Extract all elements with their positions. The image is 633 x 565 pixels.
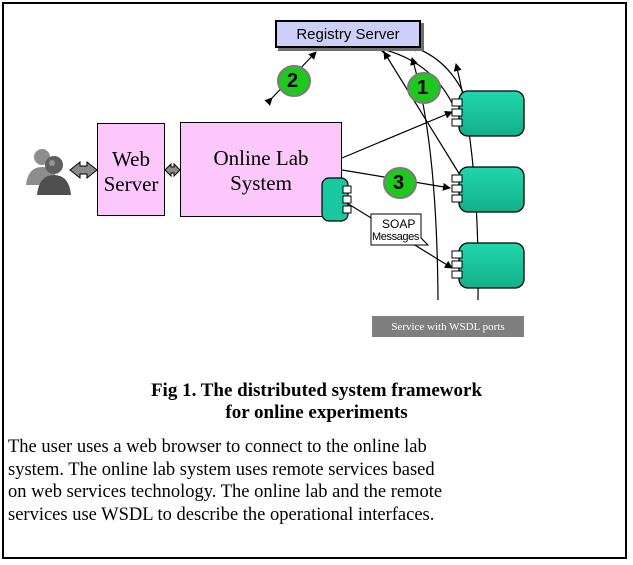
soap-note-line2: Messages	[372, 231, 419, 243]
service2-register-arrow	[383, 51, 461, 176]
online-lab-label-line1: Online Lab	[213, 146, 309, 170]
figure-border	[2, 2, 627, 559]
figure-caption-title-line1: Fig 1. The distributed system framework	[150, 380, 483, 401]
webserver-onlinelab-connector	[164, 162, 181, 178]
step-badge-3	[383, 167, 417, 199]
step-1-number: 1	[417, 77, 429, 99]
legend-label: Service with WSDL ports	[391, 320, 505, 333]
web-service-3	[451, 242, 525, 289]
soap-note	[370, 213, 430, 246]
online-lab-label-line2: System	[230, 171, 292, 195]
description-line: system. The online lab system uses remot…	[8, 459, 435, 480]
invoke-service1-arrow	[341, 111, 453, 159]
description-line: on web services technology. The online l…	[8, 482, 443, 502]
registry-server-label: Registry Server	[296, 25, 400, 43]
web-service-1	[451, 90, 525, 137]
web-server-label-line2: Server	[103, 172, 159, 196]
figure-caption-title-line2: for online experiments	[225, 402, 408, 423]
step-badge-2	[277, 65, 311, 97]
users-icon	[26, 149, 71, 195]
user-webserver-connector	[69, 160, 98, 180]
step-badge-1	[407, 72, 441, 104]
step-3-number: 3	[393, 172, 405, 194]
description-line: services use WSDL to describe the operat…	[8, 504, 435, 525]
figure-description: The user uses a web browser to connect t…	[8, 436, 623, 526]
online-lab-system-box: Online Lab System	[180, 122, 342, 217]
soap-note-line1: SOAP	[382, 217, 416, 231]
description-line: The user uses a web browser to connect t…	[8, 437, 427, 457]
step-2-number: 2	[287, 70, 299, 92]
service1-register-arrow	[377, 45, 453, 104]
legend-box: Service with WSDL ports	[372, 316, 524, 337]
web-service-2	[451, 166, 525, 213]
web-server-box: Web Server	[97, 123, 165, 216]
web-server-label-line1: Web	[112, 147, 150, 171]
registry-server-box: Registry Server	[275, 20, 421, 48]
